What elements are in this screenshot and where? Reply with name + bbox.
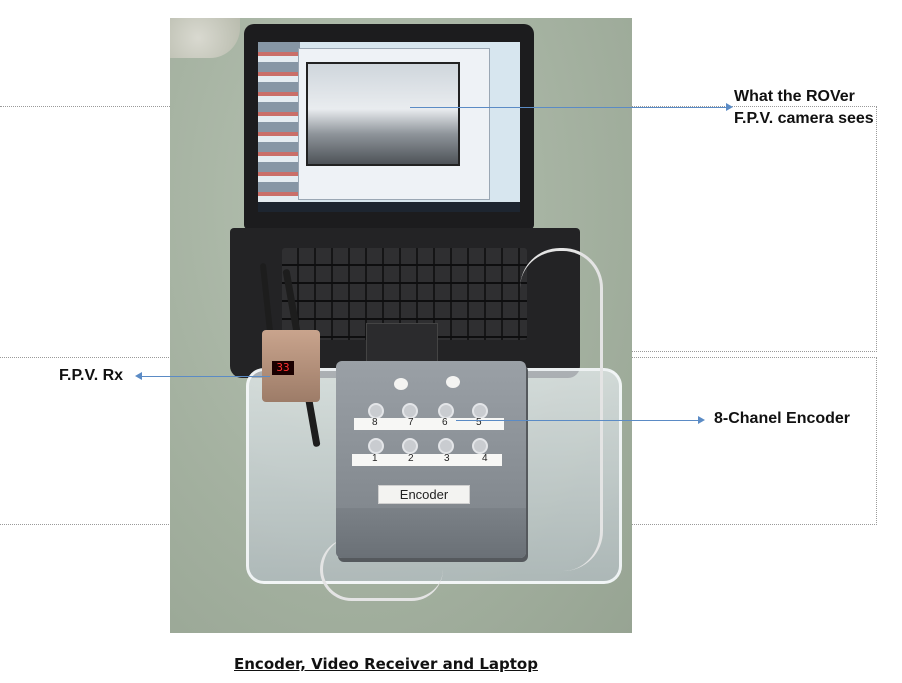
camera-callout-line xyxy=(410,107,728,108)
guide-box-upper-right xyxy=(632,106,877,352)
camera-label-text: What the ROVer xyxy=(734,88,855,105)
top-number-strip xyxy=(354,418,504,430)
encoder-led-right xyxy=(446,376,460,388)
camera-label-line1: What the ROVer xyxy=(734,88,855,106)
camera-view xyxy=(306,62,460,166)
rx-callout-line xyxy=(142,376,270,377)
encoder-callout-line xyxy=(456,420,700,421)
encoder-callout-arrow xyxy=(698,416,705,424)
strip-number: 1 xyxy=(372,453,378,464)
encoder-plate: Encoder xyxy=(378,485,470,504)
encoder-led-left xyxy=(394,378,408,390)
strip-number: 2 xyxy=(408,453,414,464)
usb-cable xyxy=(520,248,603,571)
desktop-icons xyxy=(258,42,300,212)
guide-line-left-top xyxy=(0,106,172,107)
strip-number: 3 xyxy=(444,453,450,464)
rx-callout-arrow xyxy=(135,372,142,380)
encoder-cable xyxy=(320,538,443,601)
taskbar xyxy=(258,202,520,212)
encoder-label: 8-Chanel Encoder xyxy=(714,410,851,427)
encoder-box-lower xyxy=(336,508,526,558)
camera-callout-arrow xyxy=(726,103,733,111)
strip-number: 7 xyxy=(408,417,414,428)
strip-number: 4 xyxy=(482,453,488,464)
camera-label-line2: F.P.V. camera sees xyxy=(734,110,874,127)
rx-channel-display: 33 xyxy=(272,361,294,375)
strip-number: 5 xyxy=(476,417,482,428)
toggle-switch xyxy=(438,438,454,454)
toggle-switch xyxy=(402,438,418,454)
bottom-number-strip xyxy=(352,454,502,466)
figure-caption: Encoder, Video Receiver and Laptop xyxy=(234,655,538,673)
setup-photo: 33 8 7 6 5 1 2 3 4 Encoder xyxy=(170,18,632,633)
touchpad xyxy=(366,323,438,363)
toggle-switch xyxy=(472,438,488,454)
cushion xyxy=(170,18,240,58)
strip-number: 8 xyxy=(372,417,378,428)
strip-number: 6 xyxy=(442,417,448,428)
toggle-switch xyxy=(368,438,384,454)
rx-label: F.P.V. Rx xyxy=(59,367,124,384)
